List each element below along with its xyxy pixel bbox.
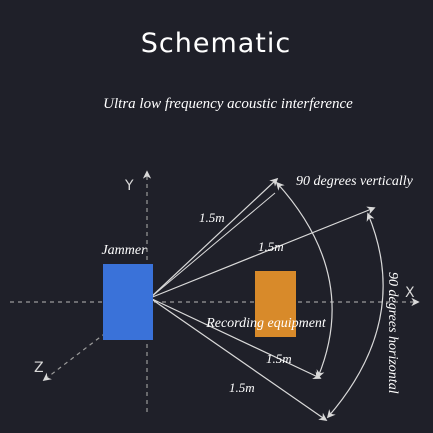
distance-label-right: 1.5m [258, 239, 284, 254]
jammer-label: Jammer [101, 243, 147, 258]
jammer-block [103, 264, 153, 340]
horizontal-arc [326, 212, 384, 419]
y-axis-label: Y [124, 178, 134, 194]
ray-down-far [149, 297, 328, 421]
horizontal-angle-label: 90 degrees horizontal [385, 272, 400, 394]
ray-up [149, 177, 279, 299]
ray-upper-mid [149, 192, 276, 299]
distance-label-down: 1.5m [266, 351, 292, 366]
subtitle: Ultra low frequency acoustic interferenc… [103, 96, 353, 112]
z-axis-line [42, 298, 151, 382]
distance-label-down-far: 1.5m [229, 380, 255, 395]
page-title: Schematic [141, 28, 292, 59]
recording-equipment-block [255, 271, 296, 337]
recording-equipment-label: Recording equipment [205, 316, 327, 331]
distance-label-up: 1.5m [199, 210, 225, 225]
vertical-angle-label: 90 degrees vertically [296, 174, 414, 189]
x-axis-label: X [405, 285, 415, 301]
z-axis-label: Z [34, 360, 44, 376]
